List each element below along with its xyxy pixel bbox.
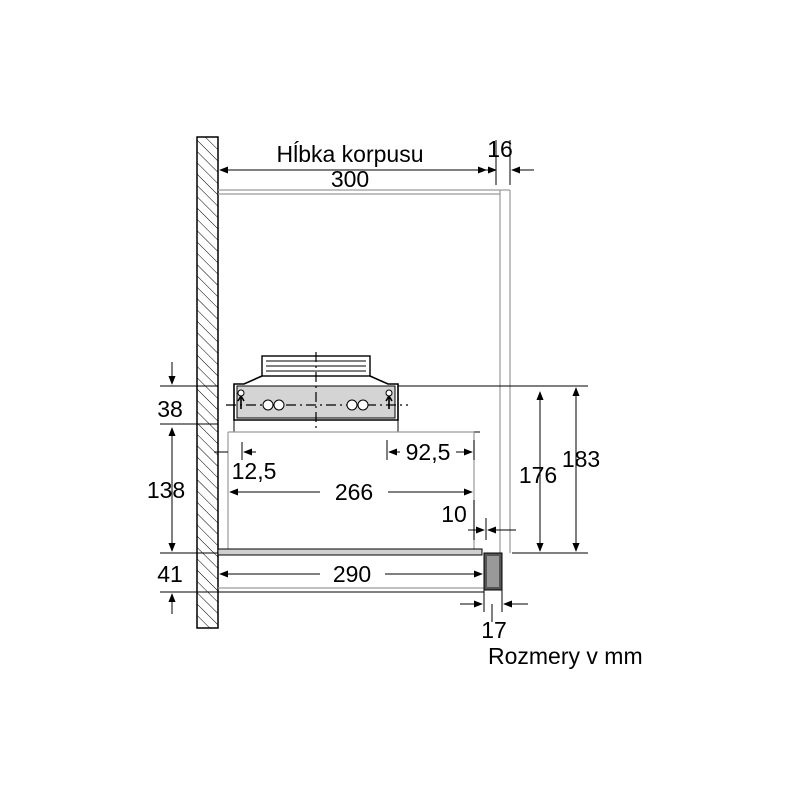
outlet-offset-label: 92,5 <box>406 439 451 465</box>
total-depth-label: 290 <box>333 561 371 587</box>
dimension-cabinet-depth <box>219 140 534 185</box>
dimension-left-heights <box>160 362 218 614</box>
inner-depth-label: 266 <box>335 479 373 505</box>
fan-housing <box>226 352 480 433</box>
door-thickness-label: 16 <box>487 136 513 162</box>
mounting-hole-icon <box>237 389 393 411</box>
units-note: Rozmery v mm <box>488 643 643 669</box>
cabinet-outline <box>218 189 511 553</box>
wall <box>196 136 219 629</box>
body-height-label: 138 <box>147 477 185 503</box>
height-183-label: 183 <box>562 446 600 472</box>
cabinet-depth-value: 300 <box>331 166 369 192</box>
height-176-label: 176 <box>519 462 557 488</box>
front-panel-label: 17 <box>481 617 507 643</box>
offset-left-label: 12,5 <box>232 458 277 484</box>
hood-body <box>217 431 503 593</box>
dimension-right-heights <box>398 385 588 554</box>
motor-height-label: 38 <box>157 396 183 422</box>
front-gap-label: 10 <box>441 501 467 527</box>
cabinet-depth-title: Hĺbka korpusu <box>276 140 423 167</box>
dimension-internal-horizontal <box>214 440 528 622</box>
front-height-label: 41 <box>157 561 183 587</box>
